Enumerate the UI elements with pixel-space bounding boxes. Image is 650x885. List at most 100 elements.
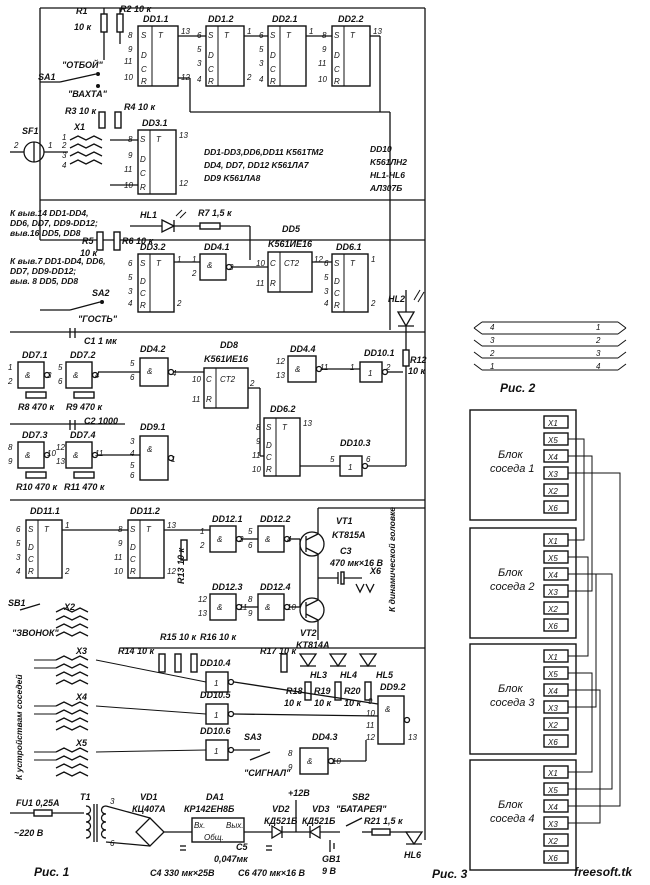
- resistor-r18: R18 10 к: [284, 681, 312, 708]
- svg-text:X4: X4: [547, 453, 558, 462]
- svg-text:5: 5: [128, 273, 133, 282]
- svg-text:1: 1: [214, 711, 218, 720]
- svg-text:&: &: [217, 603, 222, 612]
- svg-text:R11 470 к: R11 470 к: [64, 482, 105, 492]
- svg-text:R10 470 к: R10 470 к: [16, 482, 58, 492]
- svg-text:X1: X1: [547, 537, 558, 546]
- svg-text:R13 10 к: R13 10 к: [176, 547, 186, 584]
- svg-text:X6: X6: [547, 854, 558, 863]
- svg-text:4: 4: [490, 323, 495, 332]
- svg-text:13: 13: [408, 733, 417, 742]
- svg-text:2: 2: [246, 73, 252, 82]
- svg-text:11: 11: [124, 57, 132, 66]
- svg-text:X4: X4: [547, 571, 558, 580]
- block-4-connector-x5: X5: [543, 782, 569, 796]
- svg-text:9: 9: [248, 609, 253, 618]
- svg-text:К динамической головке: К динамической головке: [387, 507, 397, 612]
- resistor-r3: R3 10 к: [65, 106, 106, 129]
- svg-text:T: T: [44, 525, 50, 534]
- svg-text:T: T: [350, 259, 356, 268]
- svg-text:C: C: [140, 289, 146, 298]
- svg-text:X2: X2: [547, 605, 558, 614]
- svg-text:R: R: [270, 279, 276, 288]
- svg-text:S: S: [140, 135, 146, 144]
- svg-text:SA3: SA3: [244, 732, 262, 742]
- chip-dd7-2: DD7.2 & 564: [58, 350, 100, 389]
- svg-text:DD9.2: DD9.2: [380, 682, 406, 692]
- led-hl4: HL4: [328, 653, 357, 680]
- svg-text:R: R: [140, 301, 146, 310]
- svg-text:DD7.1: DD7.1: [22, 350, 48, 360]
- svg-text:D: D: [28, 543, 34, 552]
- resistor-r1: R1 10 к: [74, 6, 108, 33]
- svg-text:HL1: HL1: [140, 210, 157, 220]
- svg-text:C: C: [334, 65, 340, 74]
- svg-text:"БАТАРЕЯ": "БАТАРЕЯ": [336, 804, 387, 814]
- regulator-da1: DA1 КР142ЕН8Б Вх. Вых. Общ.: [184, 792, 245, 843]
- block-2-connector-x2: X2: [543, 601, 569, 615]
- svg-text:10: 10: [252, 465, 261, 474]
- svg-text:2: 2: [370, 299, 376, 308]
- svg-text:4: 4: [172, 369, 177, 378]
- svg-text:13: 13: [167, 521, 176, 530]
- block-2-connector-x3: X3: [543, 584, 569, 598]
- svg-text:Блок: Блок: [498, 683, 523, 695]
- resistor-r11: R11 470 к: [64, 471, 105, 492]
- svg-text:VD3: VD3: [312, 804, 330, 814]
- svg-text:X2: X2: [63, 602, 75, 612]
- svg-text:13: 13: [373, 27, 382, 36]
- svg-text:X3: X3: [547, 470, 558, 479]
- svg-text:VD1: VD1: [140, 792, 158, 802]
- svg-text:C: C: [206, 375, 212, 384]
- plus-12v-label: +12В: [288, 788, 310, 798]
- svg-text:C: C: [140, 169, 146, 178]
- svg-text:11: 11: [114, 553, 122, 562]
- block-3-connector-x6: X6: [543, 734, 569, 748]
- led-hl5: HL5: [358, 653, 394, 680]
- svg-text:11: 11: [95, 449, 103, 458]
- svg-text:3: 3: [130, 437, 135, 446]
- chip-dd12-2: DD12.2 & 564: [248, 514, 292, 553]
- switch-sa1: "ОТБОЙ" SA1 "ВАХТА": [38, 59, 108, 99]
- svg-text:S: S: [28, 525, 34, 534]
- svg-text:C3: C3: [340, 546, 352, 556]
- capacitor-c2: C2 1000: [69, 416, 118, 430]
- svg-text:соседа 2: соседа 2: [490, 581, 534, 593]
- svg-text:2: 2: [7, 377, 13, 386]
- svg-text:3: 3: [197, 59, 202, 68]
- svg-text:"ВАХТА": "ВАХТА": [68, 89, 108, 99]
- svg-text:выв. 8 DD5, DD8: выв. 8 DD5, DD8: [10, 276, 78, 286]
- svg-text:12: 12: [167, 567, 176, 576]
- svg-text:1: 1: [368, 369, 372, 378]
- block-4-connector-x1: X1: [543, 765, 569, 779]
- svg-text:HL2: HL2: [388, 294, 405, 304]
- svg-text:KT814А: KT814А: [296, 640, 330, 650]
- block-3-connector-x4: X4: [543, 683, 569, 697]
- resistor-r6: R6 10 к: [113, 231, 154, 251]
- svg-text:C: C: [270, 259, 276, 268]
- svg-text:11: 11: [320, 363, 328, 372]
- block-3-connector-x2: X2: [543, 717, 569, 731]
- chip-dd10-6: DD10.6 1: [200, 726, 235, 761]
- svg-text:DD7, DD9-DD12;: DD7, DD9-DD12;: [10, 266, 76, 276]
- svg-text:R: R: [206, 395, 212, 404]
- svg-text:X4: X4: [547, 687, 558, 696]
- svg-text:HL6: HL6: [404, 850, 422, 860]
- svg-text:R17 10 к: R17 10 к: [260, 646, 297, 656]
- block-2-connector-x6: X6: [543, 618, 569, 632]
- svg-text:5: 5: [58, 363, 63, 372]
- connector-x6: X6 К динамической головке: [355, 507, 397, 612]
- svg-text:SA2: SA2: [92, 288, 110, 298]
- resistor-r16: R16 10 к: [190, 632, 237, 673]
- svg-text:2: 2: [489, 349, 495, 358]
- svg-text:4: 4: [324, 299, 329, 308]
- svg-text:CT2: CT2: [284, 259, 300, 268]
- svg-text:DA1: DA1: [206, 792, 224, 802]
- svg-text:2: 2: [191, 269, 197, 278]
